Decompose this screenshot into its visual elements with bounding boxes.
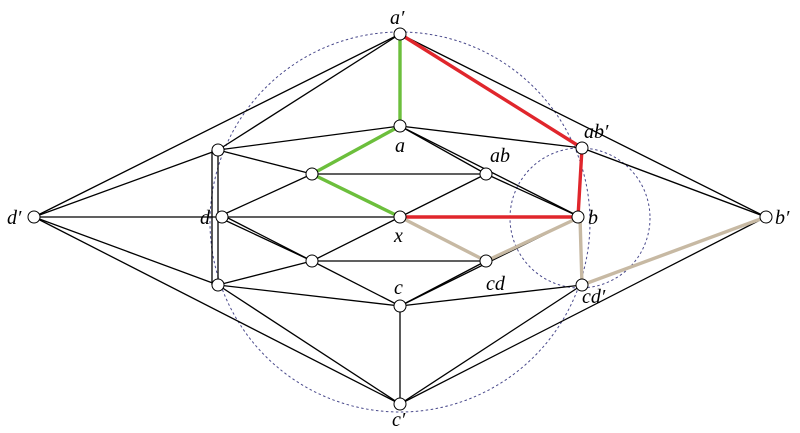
label-d-prime: d′ [7, 207, 22, 229]
edge [399, 173, 487, 218]
edge [311, 216, 401, 262]
node-ab-prime [575, 141, 589, 155]
edge [311, 260, 401, 307]
node-inner-upper-left [305, 167, 319, 181]
edge [399, 284, 583, 405]
node-d-prime [27, 210, 41, 224]
green-path [310, 32, 402, 219]
label-c-prime: c′ [392, 409, 406, 431]
edge [399, 33, 767, 218]
label-x: x [393, 225, 403, 247]
guide-circles [209, 31, 651, 413]
green-edge [310, 172, 402, 219]
node-b [571, 210, 585, 224]
node-c-prime [393, 397, 407, 411]
inner-guide-circle [509, 147, 651, 289]
label-ab-prime: ab′ [584, 121, 609, 143]
edge [399, 216, 767, 405]
red-path [398, 32, 584, 219]
edge [217, 284, 401, 405]
tan-edge [484, 215, 582, 263]
node-a-prime [393, 27, 407, 41]
label-c: c [394, 277, 403, 299]
node-upper-left [211, 143, 225, 157]
edge [399, 125, 487, 175]
node-cd-prime [575, 278, 589, 292]
node-x [393, 210, 407, 224]
green-edge [310, 124, 402, 176]
tan-edge [578, 215, 584, 287]
edge [217, 173, 313, 218]
label-cd: cd [486, 273, 506, 295]
label-a-prime: a′ [390, 7, 405, 29]
node-inner-lower-left [305, 254, 319, 268]
node-lower-left [211, 278, 225, 292]
tan-edge [398, 215, 488, 263]
node-c [393, 299, 407, 313]
edge [33, 216, 401, 405]
node-ab [479, 167, 493, 181]
edge [33, 33, 401, 218]
edge [399, 284, 583, 307]
edge [217, 149, 313, 175]
label-cd-prime: cd′ [582, 286, 606, 308]
outer-guide-circle [209, 31, 591, 413]
label-b-prime: b′ [775, 207, 790, 229]
node-cd [479, 254, 493, 268]
edge [217, 284, 401, 307]
red-edge [398, 32, 584, 150]
edge [217, 260, 313, 286]
node-labels: a′ a ab ab′ d′ d x b b′ c cd cd′ c′ [7, 7, 790, 431]
label-a: a [395, 135, 405, 157]
tan-path [398, 215, 768, 287]
nodes [27, 27, 773, 411]
edge [485, 173, 581, 218]
node-a [393, 119, 407, 133]
label-b: b [588, 207, 598, 229]
label-d: d [200, 207, 211, 229]
edge [217, 33, 401, 151]
edge [33, 216, 219, 286]
edge [399, 125, 583, 149]
edge [217, 125, 401, 151]
label-ab: ab [490, 145, 510, 167]
tan-edge [580, 215, 768, 287]
edge [225, 216, 313, 262]
edge [581, 147, 767, 218]
edge [33, 149, 219, 218]
node-d [215, 210, 229, 224]
node-b-prime [759, 210, 773, 224]
red-edge [576, 146, 584, 219]
